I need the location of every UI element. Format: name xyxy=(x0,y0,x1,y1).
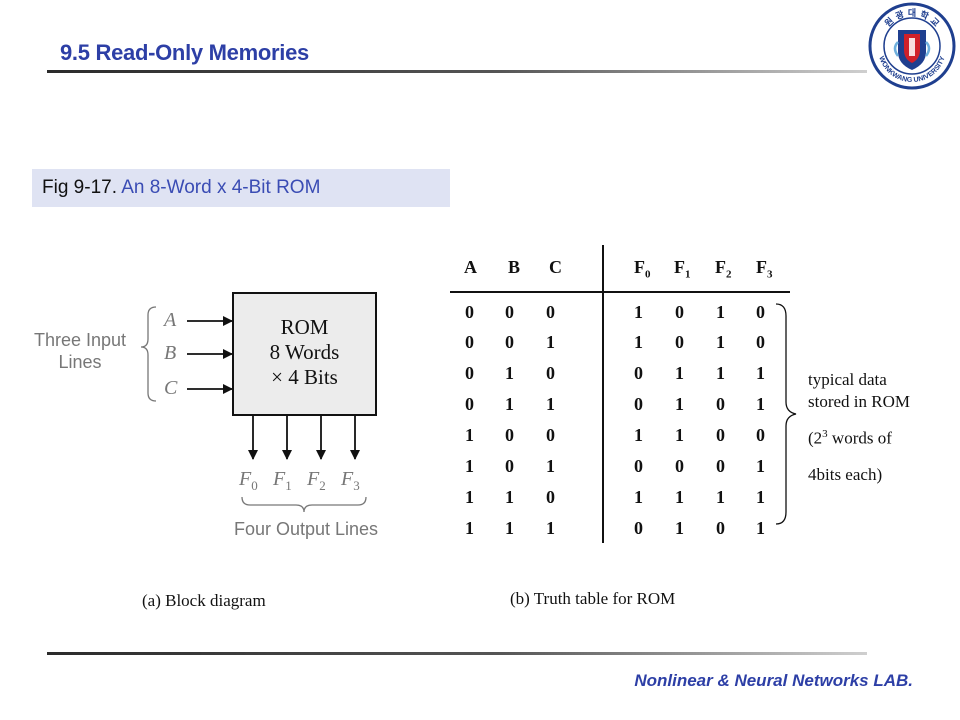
cell-b: 0 xyxy=(505,302,514,322)
cell-f3: 1 xyxy=(756,456,765,476)
rom-box-title: ROM xyxy=(280,315,329,339)
cell-c: 0 xyxy=(546,425,555,445)
cell-c: 1 xyxy=(546,332,555,352)
cell-f2: 1 xyxy=(716,363,725,383)
cell-f0: 1 xyxy=(634,425,643,445)
cell-c: 1 xyxy=(546,456,555,476)
figure-caption: Fig 9-17. An 8-Word x 4-Bit ROM xyxy=(32,169,450,207)
header-f0: F0 xyxy=(634,257,651,281)
annotation-line3: (23 words of xyxy=(808,428,892,448)
block-diagram-caption: (a) Block diagram xyxy=(142,591,266,610)
cell-f0: 0 xyxy=(634,394,643,414)
input-label-b: B xyxy=(164,342,177,364)
header-f1: F1 xyxy=(674,257,691,281)
title-rule xyxy=(47,70,867,73)
output-label-f0: F0 xyxy=(239,468,258,493)
cell-f3: 0 xyxy=(756,425,765,445)
cell-f1: 0 xyxy=(675,332,684,352)
cell-f0: 1 xyxy=(634,332,643,352)
cell-c: 0 xyxy=(546,487,555,507)
input-label-a: A xyxy=(164,309,177,331)
cell-f1: 1 xyxy=(675,363,684,383)
cell-b: 1 xyxy=(505,518,514,538)
cell-f2: 1 xyxy=(716,302,725,322)
cell-f2: 1 xyxy=(716,332,725,352)
footer-lab-name: Nonlinear & Neural Networks LAB. xyxy=(634,671,913,690)
cell-f3: 1 xyxy=(756,518,765,538)
rom-box-words: 8 Words xyxy=(269,340,340,364)
data-annotation: typical data stored in ROM (23 words of … xyxy=(808,369,910,486)
cell-f1: 1 xyxy=(675,394,684,414)
cell-f3: 1 xyxy=(756,363,765,383)
cell-f2: 1 xyxy=(716,487,725,507)
cell-f3: 1 xyxy=(756,394,765,414)
annotation-line1: typical data xyxy=(808,370,887,389)
university-logo: 원 광 대 학 교 WONKWANG UNIVERSITY xyxy=(868,2,956,90)
cell-c: 1 xyxy=(546,394,555,414)
cell-f2: 0 xyxy=(716,425,725,445)
cell-a: 1 xyxy=(465,518,474,538)
cell-b: 1 xyxy=(505,394,514,414)
cell-f0: 1 xyxy=(634,302,643,322)
cell-f1: 0 xyxy=(675,456,684,476)
cell-f0: 0 xyxy=(634,363,643,383)
truth-table: A B C F0 F1 F2 F3 0 0 0 1 0 1 0 0 0 1 1 … xyxy=(450,245,800,545)
four-output-label: Four Output Lines xyxy=(233,519,379,539)
cell-f1: 1 xyxy=(675,518,684,538)
three-input-label-line2: Lines xyxy=(58,352,102,372)
header-f2: F2 xyxy=(715,257,732,281)
cell-a: 0 xyxy=(465,363,474,383)
header-a: A xyxy=(464,257,477,277)
cell-f2: 0 xyxy=(716,394,725,414)
cell-c: 0 xyxy=(546,302,555,322)
truth-table-header-rule xyxy=(450,291,790,293)
cell-f2: 0 xyxy=(716,518,725,538)
cell-f0: 0 xyxy=(634,456,643,476)
header-f3: F3 xyxy=(756,257,773,281)
slide-title: 9.5 Read-Only Memories xyxy=(60,40,309,65)
annotation-line2: stored in ROM xyxy=(808,392,910,411)
cell-a: 1 xyxy=(465,487,474,507)
truth-table-caption: (b) Truth table for ROM xyxy=(510,589,676,608)
input-label-c: C xyxy=(164,377,178,399)
cell-f3: 1 xyxy=(756,487,765,507)
cell-f1: 0 xyxy=(675,302,684,322)
cell-a: 1 xyxy=(465,425,474,445)
footer-rule xyxy=(47,652,867,655)
cell-f2: 0 xyxy=(716,456,725,476)
cell-f3: 0 xyxy=(756,302,765,322)
output-label-f2: F2 xyxy=(307,468,326,493)
cell-f1: 1 xyxy=(675,487,684,507)
rom-box-bits: × 4 Bits xyxy=(271,365,338,389)
figure-caption-prefix: Fig 9-17. xyxy=(42,177,117,198)
cell-b: 0 xyxy=(505,332,514,352)
output-label-f3: F3 xyxy=(341,468,360,493)
cell-b: 0 xyxy=(505,425,514,445)
cell-c: 0 xyxy=(546,363,555,383)
truth-table-divider xyxy=(602,245,604,543)
cell-c: 1 xyxy=(546,518,555,538)
input-brace xyxy=(140,306,157,402)
header-b: B xyxy=(508,257,521,277)
cell-a: 0 xyxy=(465,332,474,352)
cell-a: 1 xyxy=(465,456,474,476)
cell-f0: 1 xyxy=(634,487,643,507)
block-diagram: Three Input Lines A B C ROM 8 Words × 4 … xyxy=(20,285,400,545)
cell-f3: 0 xyxy=(756,332,765,352)
cell-f0: 0 xyxy=(634,518,643,538)
output-label-f1: F1 xyxy=(273,468,292,493)
cell-b: 1 xyxy=(505,487,514,507)
cell-a: 0 xyxy=(465,394,474,414)
cell-b: 1 xyxy=(505,363,514,383)
rom-box xyxy=(232,292,377,416)
three-input-label-line1: Three Input xyxy=(33,330,127,350)
header-c: C xyxy=(549,257,562,277)
output-brace xyxy=(241,496,367,513)
figure-caption-text: An 8-Word x 4-Bit ROM xyxy=(121,177,321,198)
data-brace xyxy=(772,300,802,528)
annotation-line4: 4bits each) xyxy=(808,464,883,484)
cell-b: 0 xyxy=(505,456,514,476)
cell-f1: 1 xyxy=(675,425,684,445)
cell-a: 0 xyxy=(465,302,474,322)
